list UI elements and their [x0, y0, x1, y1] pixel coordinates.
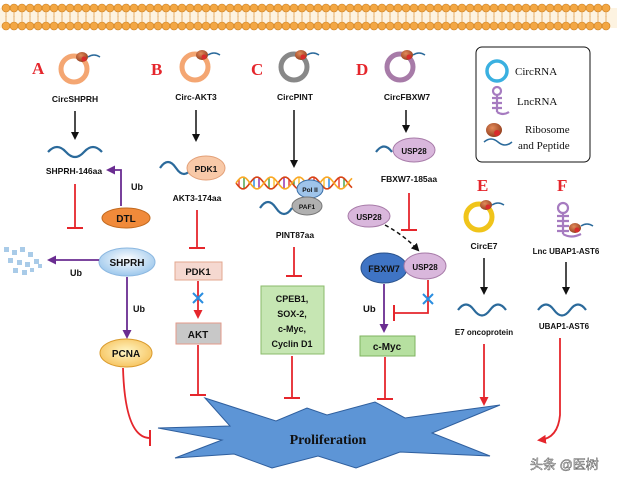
dna-helix	[235, 176, 353, 190]
shprh-node	[98, 247, 156, 277]
ub-label-a2: Ub	[70, 268, 82, 278]
panel-f: F Lnc UBAP1-AST6 UBAP1-AST6	[533, 176, 600, 444]
pcna-node	[99, 338, 153, 368]
target-2: SOX-2,	[277, 309, 307, 319]
panel-a-letter: A	[32, 59, 45, 78]
akt3-174-label: AKT3-174aa	[173, 193, 222, 203]
paf1-node	[291, 196, 323, 216]
circ-shprh-label: CircSHPRH	[52, 94, 98, 104]
circ-pint-label: CircPINT	[277, 92, 314, 102]
legend-circrna-label: CircRNA	[515, 66, 557, 78]
cmyc-label: c-Myc	[373, 342, 402, 353]
cmyc-box	[359, 335, 416, 357]
pdk1-bound-node	[186, 155, 226, 181]
panel-e-letter: E	[477, 176, 488, 195]
lnc-ubap1-label: Lnc UBAP1-AST6	[533, 247, 600, 256]
paf1-label: PAF1	[299, 204, 316, 211]
panel-b-letter: B	[151, 60, 162, 79]
circ-fbxw7-label: CircFBXW7	[384, 92, 431, 102]
arrow-ubap1-prolif	[537, 338, 561, 444]
panel-e: E CircE7 E7 oncoprotein	[455, 176, 513, 406]
shprh146-peptide-chain	[47, 145, 103, 159]
panel-c: C CircPINT Pol II PAF1 PINT87aa CPEB1, S…	[235, 50, 353, 399]
dtl-label: DTL	[116, 214, 135, 225]
target-4: Cyclin D1	[271, 339, 312, 349]
proliferation-star: Proliferation	[157, 396, 501, 469]
legend-lncrna-icon	[491, 85, 510, 116]
usp28-mid-label: USP28	[356, 213, 382, 222]
circ-fbxw7-icon	[384, 50, 426, 83]
usp28-top-label: USP28	[401, 147, 427, 156]
usp28-right-node	[403, 252, 447, 280]
ubap1-ast6-label: UBAP1-AST6	[539, 322, 590, 331]
pint-targets-box	[260, 285, 325, 355]
legend-ribosome-icon	[483, 123, 513, 146]
legend: CircRNA LncRNA Ribosome and Peptide	[475, 46, 591, 163]
usp28-mid-node	[347, 204, 391, 228]
legend-circrna-icon	[485, 59, 509, 83]
fbxw7-185-label: FBXW7-185aa	[381, 174, 437, 184]
e7-oncoprotein-label: E7 oncoprotein	[455, 328, 513, 337]
circ-akt3-icon	[179, 50, 221, 83]
pdk1-box-label: PDK1	[185, 267, 211, 278]
panel-b: B Circ-AKT3 PDK1 AKT3-174aa PDK1 AKT	[151, 50, 226, 396]
ub-label-a3: Ub	[133, 304, 145, 314]
inhibit-pcna	[122, 367, 151, 439]
pdk1-bound-label: PDK1	[195, 164, 218, 174]
dtl-node	[101, 207, 151, 229]
ub-label-a1: Ub	[131, 182, 143, 192]
pint87-label: PINT87aa	[276, 230, 315, 240]
target-3: c-Myc,	[278, 324, 306, 334]
pcna-label: PCNA	[112, 349, 140, 360]
legend-lncrna-label: LncRNA	[517, 96, 557, 108]
proliferation-label: Proliferation	[290, 433, 367, 448]
panel-f-letter: F	[557, 176, 567, 195]
panel-d: D CircFBXW7 USP28 FBXW7-185aa USP28 FBXW…	[347, 50, 447, 400]
shprh-label: SHPRH	[109, 258, 144, 269]
panel-a: A CircSHPRH SHPRH-146aa DTL Ub SHPRH Ub …	[4, 52, 156, 446]
dtl-ub-arrow	[106, 165, 122, 206]
pol2-label: Pol II	[302, 187, 318, 194]
panel-d-letter: D	[356, 60, 368, 79]
inhibit-usp28-cmyc	[394, 280, 429, 314]
legend-ribosome-label-1: Ribosome	[525, 124, 570, 136]
circ-akt3-label: Circ-AKT3	[175, 92, 217, 102]
block-cross-d	[422, 293, 434, 305]
legend-ribosome-label-2: and Peptide	[518, 140, 570, 152]
fbxw7-185-peptide-chain	[375, 145, 393, 153]
e7-oncoprotein-chain	[457, 303, 507, 317]
shprh146-label: SHPRH-146aa	[46, 166, 102, 176]
degraded-fragments	[4, 247, 42, 275]
circ-e7-label: CircE7	[471, 241, 498, 251]
pint87-peptide-chain	[259, 200, 293, 216]
akt3-174-peptide-chain	[159, 160, 193, 176]
ub-label-d: Ub	[363, 304, 376, 315]
akt-box-label: AKT	[188, 330, 209, 341]
fbxw7-label: FBXW7	[368, 264, 400, 274]
usp28-top-node	[392, 137, 436, 163]
ubap1-ast6-chain	[537, 303, 587, 317]
watermark: 头条 @医树	[530, 457, 599, 472]
circ-pint-icon	[278, 50, 320, 83]
pdk1-box	[174, 261, 223, 281]
akt-box	[175, 322, 222, 345]
block-cross-b	[192, 292, 204, 304]
panel-c-letter: C	[251, 60, 263, 79]
usp28-translocation-arrow	[384, 224, 420, 252]
target-1: CPEB1,	[276, 294, 309, 304]
circ-e7-icon	[463, 200, 505, 233]
usp28-right-label: USP28	[412, 263, 438, 272]
circ-shprh-icon	[58, 52, 101, 85]
lnc-ubap1-icon	[556, 201, 594, 238]
cell-membrane	[0, 3, 617, 31]
